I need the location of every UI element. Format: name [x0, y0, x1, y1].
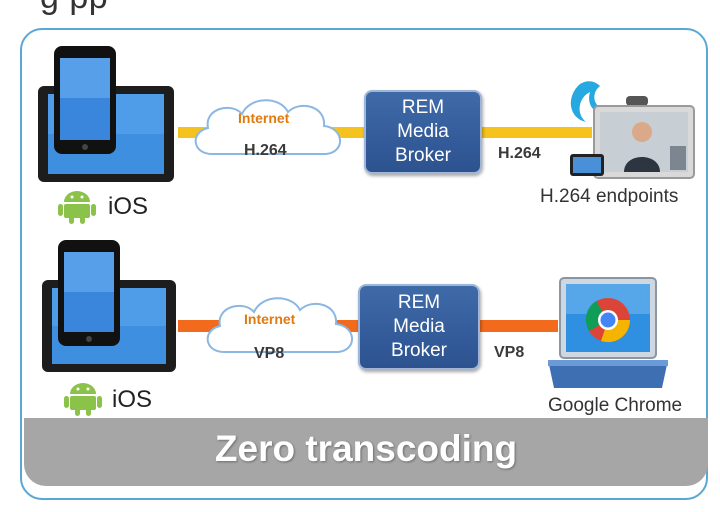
rem-media-broker-label: REM Media Broker	[395, 97, 451, 166]
codec-label-right: H.264	[498, 145, 541, 162]
mobile-devices-icon	[38, 46, 174, 182]
rem-media-broker-box: REM Media Broker	[364, 90, 482, 174]
row1-link-right	[480, 127, 592, 138]
codec-label-left: VP8	[254, 345, 285, 362]
internet-label: Internet	[238, 110, 290, 126]
codec-label-right: VP8	[494, 344, 525, 361]
footer-banner	[24, 418, 708, 486]
mobile-devices-icon	[42, 240, 176, 372]
rem-media-broker-box: REM Media Broker	[358, 284, 480, 370]
video-endpoint-icon	[570, 81, 695, 179]
endpoint-caption: Google Chrome	[548, 395, 683, 416]
rem-media-broker-label: REM Media Broker	[391, 292, 447, 361]
laptop-chrome-icon	[548, 277, 668, 388]
row2-link-right	[480, 320, 558, 332]
android-icon	[64, 383, 102, 416]
ios-label: iOS	[108, 193, 149, 220]
internet-cloud-icon	[206, 297, 353, 353]
internet-label: Internet	[244, 311, 296, 327]
endpoint-caption: H.264 endpoints	[540, 186, 679, 207]
slide-title-fragment: g pp	[40, 0, 108, 17]
ios-label: iOS	[112, 386, 153, 413]
codec-label-left: H.264	[244, 142, 287, 159]
internet-cloud-icon	[194, 99, 341, 155]
footer-title: Zero transcoding	[214, 428, 518, 469]
android-icon	[58, 191, 96, 224]
